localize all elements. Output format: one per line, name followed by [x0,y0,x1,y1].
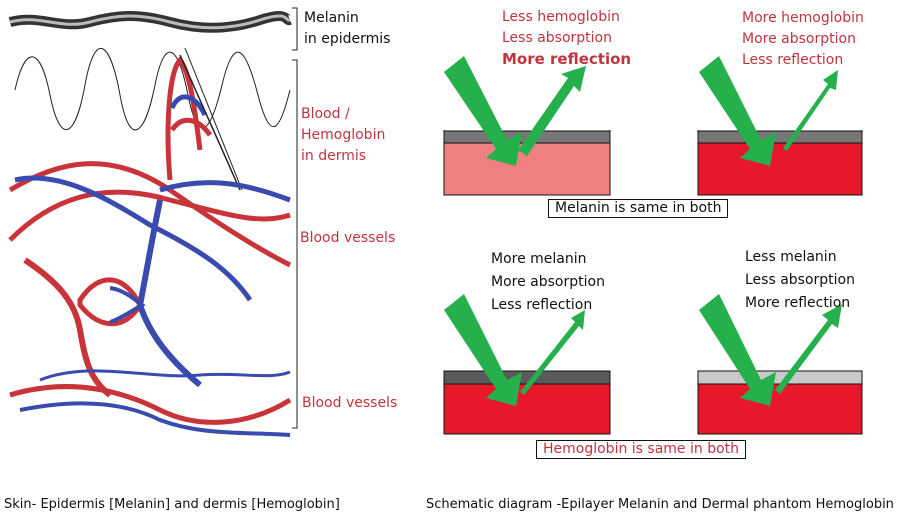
dermis-layer-dark [697,142,863,196]
tank-bottom-right [697,370,863,435]
melanin-label: Melanin in epidermis [304,10,391,47]
reflected-light-arrow [518,66,842,395]
tank-top-right [697,130,863,196]
blood-hemoglobin-label: Blood / Hemoglobin in dermis [301,106,386,164]
blood-vessels-upper [8,161,292,302]
top-right-text: More hemoglobin More absorption Less ref… [742,10,864,68]
tank-bottom-left [443,370,611,435]
bottom-left-text: More melanin More absorption Less reflec… [491,251,605,313]
top-left-text: Less hemoglobin Less absorption More ref… [502,9,632,68]
blood-vessels-lower [9,369,292,437]
melanin-same-note: Melanin is same in both [548,199,729,218]
melanin-layer-thin [697,370,863,385]
capillary-loop [165,47,243,191]
epidermis-melanin-layer [8,11,294,33]
hemoglobin-same-note: Hemoglobin is same in both [536,440,747,459]
left-caption: Skin- Epidermis [Melanin] and dermis [He… [4,497,340,512]
blood-vessels-label-upper: Blood vessels [300,230,396,246]
dermis-wave [14,48,291,131]
melanin-layer [697,130,863,144]
incident-light-arrow [444,56,776,406]
dermis-layer [443,383,611,435]
blood-vessels-label-lower: Blood vessels [302,395,398,411]
melanin-layer-thick [443,370,611,385]
bottom-right-text: Less melanin Less absorption More reflec… [745,249,855,311]
blood-vessels-middle [23,199,202,398]
label-brackets [292,7,298,429]
right-caption: Schematic diagram -Epilayer Melanin and … [426,497,894,512]
